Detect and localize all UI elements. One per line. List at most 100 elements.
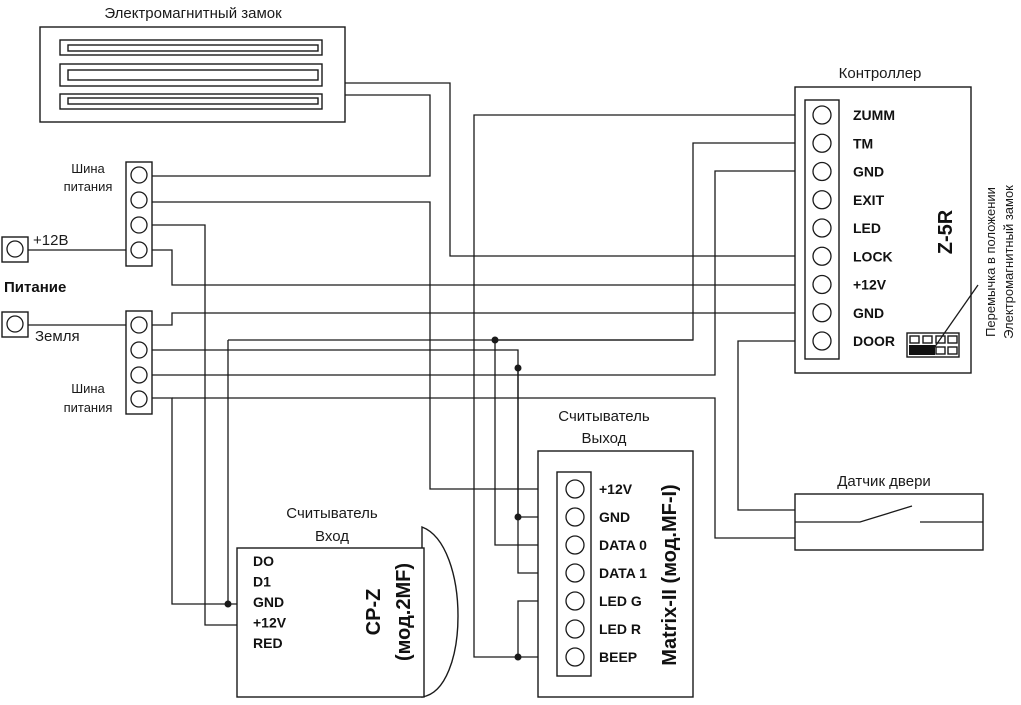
bus-bottom-label: Шина (71, 381, 105, 396)
pin-label: +12V (853, 277, 887, 293)
terminal-screw (6, 315, 24, 333)
reader-in-model: CP-Z (363, 589, 385, 636)
door-sensor: Датчик двери (794, 473, 984, 551)
terminal-screw (812, 133, 832, 153)
lock-plate-inner (67, 44, 319, 52)
pin-label: +12V (253, 615, 287, 631)
pin-label: DO (253, 553, 274, 569)
junction-dot (224, 600, 232, 608)
pin-label: EXIT (853, 192, 885, 208)
terminal-screw (812, 218, 832, 238)
terminal-screw (812, 161, 832, 182)
bus-terminal (130, 390, 148, 408)
junction-dot (491, 336, 499, 344)
pin-label: GND (253, 594, 284, 610)
wire-bus-bot-1 (152, 312, 812, 326)
jumper-note: Электромагнитный замок (1001, 185, 1016, 339)
jumper-note: Перемычка в положении (983, 187, 998, 337)
terminal-screw (565, 647, 585, 667)
pin-label: D1 (253, 574, 271, 590)
terminal-screw (565, 507, 585, 527)
pin-label: LED (853, 220, 881, 236)
bus-top-label: Шина (71, 161, 105, 176)
bus-terminal (130, 241, 148, 259)
controller-title: Контроллер (839, 65, 922, 82)
electromagnetic-lock: Электромагнитный замок (39, 5, 346, 123)
pin-label: +12V (599, 481, 633, 497)
wire-tm (692, 142, 812, 285)
pin-label: BEEP (599, 649, 637, 665)
controller: Контроллер ZUMM TM GND EXIT LED LOCK +12V GND DO… (794, 65, 1016, 374)
power-title: Питание (4, 279, 66, 296)
junction-dot (514, 364, 522, 372)
junction-dot (514, 513, 522, 521)
jumper-block (906, 332, 960, 358)
door-sensor-switch (795, 505, 983, 523)
lock-plate-inner (67, 69, 319, 81)
pin-label: GND (853, 164, 884, 180)
lock-title: Электромагнитный замок (104, 5, 282, 22)
terminal-screw (812, 246, 832, 266)
wire-bus-bot-4 (152, 397, 245, 605)
bus-terminal (130, 341, 148, 359)
junction-dot (514, 653, 522, 661)
pin-label: DOOR (853, 333, 895, 349)
controller-model: Z-5R (935, 209, 957, 254)
wires (28, 82, 812, 661)
terminal-screw (812, 190, 832, 210)
wire-door (737, 340, 812, 511)
bus-terminal (130, 166, 148, 184)
reader-out-title: Считыватель (558, 408, 650, 425)
wire-bus-top-3 (152, 224, 245, 626)
pin-label: DATA 1 (599, 565, 647, 581)
terminal-screw (565, 619, 585, 639)
pin-label: ZUMM (853, 107, 895, 123)
pin-label: LED R (599, 621, 641, 637)
reader-out-model: Matrix-II (мод.MF-I) (659, 484, 681, 665)
reader-in-dome (421, 525, 459, 698)
terminal-screw (565, 479, 585, 499)
bus-bottom-label: питания (64, 400, 113, 415)
plus12-label: +12В (33, 232, 68, 249)
door-sensor-title: Датчик двери (837, 473, 931, 490)
power-section: +12В Питание Земля Шина питания Шина пит… (1, 161, 153, 415)
reader-in-title: Считыватель (286, 505, 378, 522)
terminal-screw (812, 274, 832, 295)
jumper-pointer (933, 284, 979, 349)
pin-label: LOCK (853, 248, 893, 264)
wire-bus-bot-3 (152, 170, 812, 376)
terminal-screw (565, 591, 585, 611)
reader-out-title: Выход (582, 430, 627, 447)
bus-terminal (130, 216, 148, 234)
lock-plate-inner (67, 97, 319, 105)
pin-label: RED (253, 635, 283, 651)
ground-label: Земля (35, 328, 80, 345)
wire-bus-bot-4b (172, 397, 795, 539)
terminal-screw (565, 535, 585, 555)
terminal-screw (6, 240, 24, 258)
wire-bus-top-4 (152, 249, 812, 286)
reader-out-pins: +12V GND DATA 0 DATA 1 LED G LED R BEEP (565, 479, 647, 667)
bus-top-label: питания (64, 179, 113, 194)
pin-label: GND (853, 305, 884, 321)
reader-in-title: Вход (315, 528, 349, 545)
terminal-screw (812, 105, 832, 125)
wire-lock-1 (342, 82, 812, 257)
reader-out: Считыватель Выход +12V GND DATA 0 DATA 1 LED… (537, 408, 694, 698)
bus-terminal (130, 316, 148, 334)
terminal-screw (565, 563, 585, 583)
reader-in-model: (мод.2MF) (393, 563, 415, 661)
pin-label: DATA 0 (599, 537, 647, 553)
wire-bus-top-2 (152, 201, 567, 490)
pin-label: TM (853, 135, 873, 151)
pin-label: LED G (599, 593, 642, 609)
bus-terminal (130, 191, 148, 209)
controller-pins: ZUMM TM GND EXIT LED LOCK +12V GND DOOR (812, 105, 895, 351)
wire-lock-2 (152, 94, 431, 177)
pin-label: GND (599, 509, 630, 525)
reader-in-body (236, 547, 425, 698)
terminal-screw (812, 331, 832, 351)
